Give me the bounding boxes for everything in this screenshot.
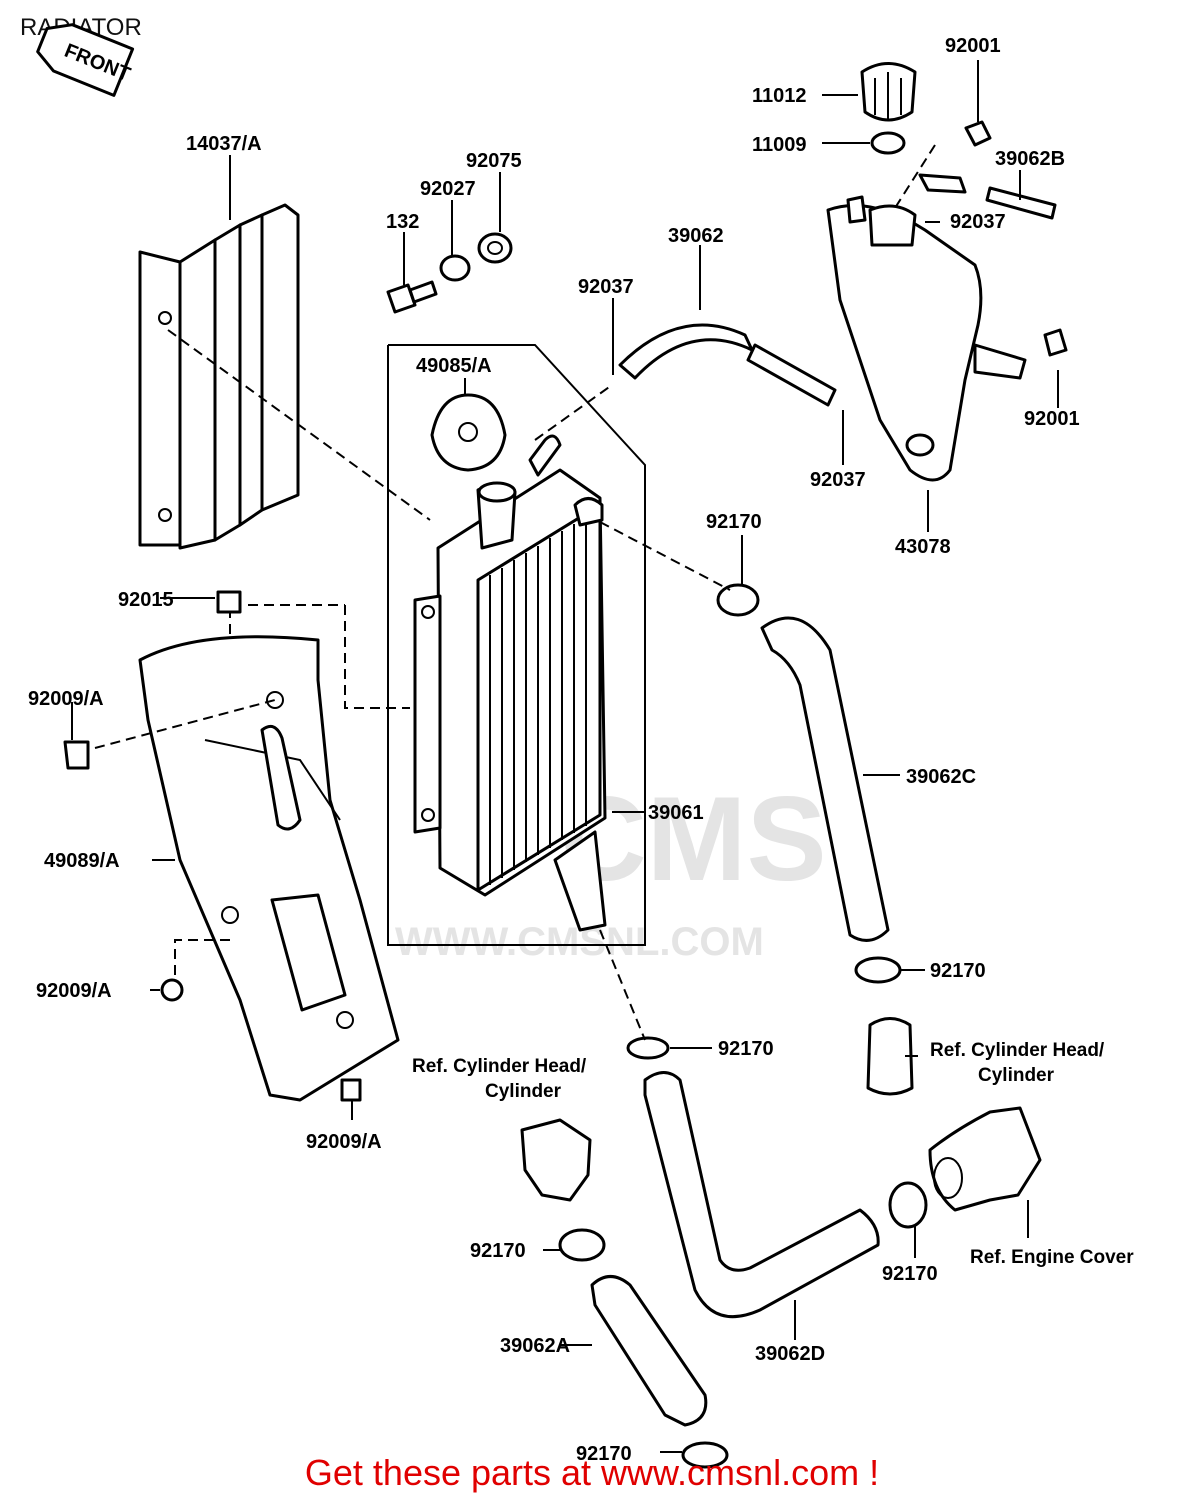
label-92009a-3: 92009/A bbox=[306, 1131, 382, 1153]
part-39062a-hose bbox=[590, 1275, 708, 1427]
leader-lines bbox=[71, 60, 1059, 1453]
footer-link-text[interactable]: Get these parts at www.cmsnl.com ! bbox=[304, 1452, 880, 1493]
label-49085a: 49085/A bbox=[416, 355, 492, 377]
ref-fitting-right bbox=[866, 1017, 914, 1096]
front-arrow-icon bbox=[36, 23, 135, 97]
part-92170-clamp-f bbox=[681, 1441, 729, 1469]
label-92001-right: 92001 bbox=[1024, 408, 1080, 430]
label-92015: 92015 bbox=[118, 589, 174, 611]
label-11012: 11012 bbox=[752, 85, 807, 107]
label-92037-hose: 92037 bbox=[810, 469, 866, 491]
reference-notes: Ref. Cylinder Head/ Cylinder Ref. Cylind… bbox=[412, 1040, 1134, 1268]
label-39062d: 39062D bbox=[755, 1343, 825, 1365]
part-labels: 14037/A 132 92027 92075 39062 92037 4908… bbox=[28, 35, 1080, 1465]
label-92001-top: 92001 bbox=[945, 35, 1001, 57]
part-92170-clamp-b bbox=[854, 956, 902, 984]
part-49085a-radiator-cap bbox=[430, 393, 507, 472]
label-92009a-2: 92009/A bbox=[36, 980, 112, 1002]
radiator-group-frame bbox=[387, 344, 646, 946]
part-11009-gasket bbox=[870, 131, 906, 155]
label-92170-f: 92170 bbox=[576, 1443, 632, 1465]
label-14037a: 14037/A bbox=[186, 133, 262, 155]
ref-engine-cover: Ref. Engine Cover bbox=[970, 1247, 1134, 1268]
front-tag: FRONT bbox=[36, 23, 135, 97]
label-39062a: 39062A bbox=[500, 1335, 570, 1357]
assembly-lines bbox=[94, 144, 936, 1041]
part-92170-clamp-e bbox=[888, 1181, 928, 1229]
ref-cyl-head-left-line1: Ref. Cylinder Head/ bbox=[412, 1056, 587, 1077]
part-92027-collar bbox=[439, 254, 471, 282]
part-11012-tank-cap bbox=[860, 62, 917, 122]
part-39062c-upper-hose bbox=[760, 616, 890, 942]
ref-engine-cover-fitting bbox=[928, 1106, 1042, 1212]
label-92170-b: 92170 bbox=[930, 960, 986, 982]
part-92001-bolt-right bbox=[1043, 328, 1068, 357]
label-92170-a: 92170 bbox=[706, 511, 762, 533]
ref-cyl-head-left-line2: Cylinder bbox=[485, 1081, 562, 1102]
part-92075-grommet bbox=[477, 232, 513, 264]
part-43078-reservoir-tank bbox=[826, 195, 1027, 482]
part-92170-clamp-c bbox=[626, 1036, 670, 1060]
label-92037-right: 92037 bbox=[950, 211, 1006, 233]
part-39062-overflow-hose bbox=[618, 323, 837, 407]
ref-fitting-left bbox=[520, 1118, 592, 1202]
label-92170-c: 92170 bbox=[718, 1038, 774, 1060]
label-39062b: 39062B bbox=[995, 148, 1065, 170]
part-92009a-screw-2 bbox=[160, 978, 184, 1002]
ref-cyl-head-right-line1: Ref. Cylinder Head/ bbox=[930, 1040, 1105, 1061]
label-92170-e: 92170 bbox=[882, 1263, 938, 1285]
part-132-bolt bbox=[386, 280, 438, 314]
part-92170-clamp-a bbox=[716, 583, 760, 617]
label-132: 132 bbox=[386, 211, 419, 233]
part-39062b-breather bbox=[918, 173, 1057, 220]
ref-cyl-head-right-line2: Cylinder bbox=[978, 1065, 1055, 1086]
label-92027: 92027 bbox=[420, 178, 476, 200]
label-92170-d: 92170 bbox=[470, 1240, 526, 1262]
part-14037a-shroud bbox=[138, 203, 300, 550]
part-49089a-side-cover bbox=[138, 635, 400, 1102]
label-43078: 43078 bbox=[895, 536, 951, 558]
part-92015-clip bbox=[216, 590, 242, 614]
label-49089a: 49089/A bbox=[44, 850, 120, 872]
part-39061-radiator bbox=[413, 434, 607, 932]
part-92001-bolt-top bbox=[964, 120, 992, 147]
label-92037-top: 92037 bbox=[578, 276, 634, 298]
part-92170-clamp-d bbox=[558, 1228, 606, 1262]
part-92009a-screw-1 bbox=[63, 740, 90, 770]
label-92075: 92075 bbox=[466, 150, 522, 172]
label-39062c: 39062C bbox=[906, 766, 976, 788]
label-39062: 39062 bbox=[668, 225, 724, 247]
part-39062d-lower-hose bbox=[643, 1071, 880, 1319]
label-39061: 39061 bbox=[648, 802, 704, 824]
label-11009: 11009 bbox=[752, 134, 807, 156]
label-92009a-1: 92009/A bbox=[28, 688, 104, 710]
part-92009a-screw-3 bbox=[340, 1078, 362, 1102]
